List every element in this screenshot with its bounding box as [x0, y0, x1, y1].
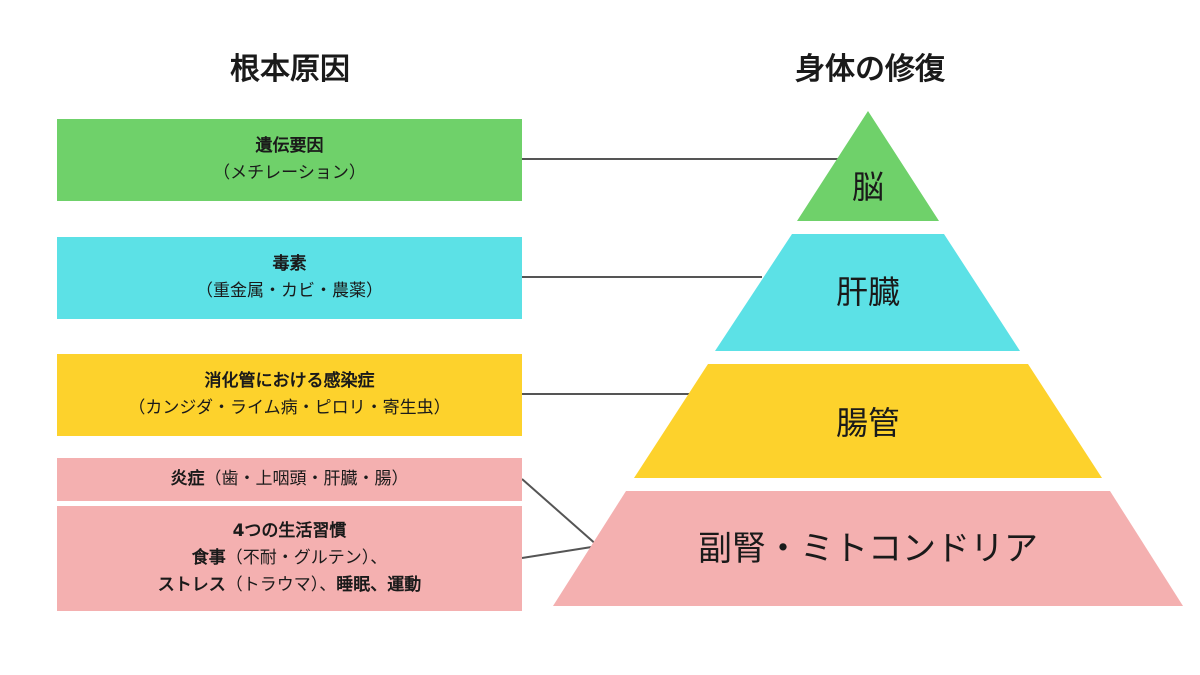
- cause-box-genetic: 遺伝要因 （メチレーション）: [57, 119, 522, 201]
- cause-title-lifestyle: 4つの生活習慣: [232, 521, 347, 541]
- pyramid-tier-brain: [797, 111, 939, 221]
- connector-lifestyle-adrenal: [521, 545, 599, 559]
- cause-title-inflammation: 炎症: [170, 469, 205, 489]
- connector-inflammation-adrenal: [521, 478, 599, 547]
- lifestyle-diet-detail: （不耐・グルテン）、: [225, 548, 388, 568]
- cause-detail-toxins: （重金属・カビ・農薬）: [196, 281, 383, 301]
- cause-box-infection: 消化管における感染症 （カンジダ・ライム病・ピロリ・寄生虫）: [57, 354, 522, 436]
- cause-box-lifestyle: 4つの生活習慣 食事（不耐・グルテン）、 ストレス（トラウマ）、睡眠、運動: [57, 506, 522, 611]
- cause-title-infection: 消化管における感染症: [204, 371, 375, 391]
- tier-label-brain: 脳: [852, 168, 884, 206]
- cause-detail-genetic: （メチレーション）: [213, 163, 366, 183]
- lifestyle-line-stress: ストレス（トラウマ）、睡眠、運動: [158, 572, 422, 599]
- tier-label-gut: 腸管: [836, 404, 900, 442]
- lifestyle-sleep-exercise-label: 睡眠、運動: [336, 575, 422, 595]
- cause-box-inflammation: 炎症（歯・上咽頭・肝臓・腸）: [57, 458, 522, 501]
- cause-title-genetic: 遺伝要因: [255, 136, 324, 156]
- lifestyle-stress-label: ストレス: [157, 575, 226, 595]
- cause-detail-infection: （カンジダ・ライム病・ピロリ・寄生虫）: [128, 398, 451, 418]
- tier-label-liver: 肝臓: [836, 273, 900, 311]
- lifestyle-stress-detail: （トラウマ）、: [225, 575, 337, 595]
- root-causes-heading: 根本原因: [230, 52, 350, 87]
- lifestyle-line-diet: 食事（不耐・グルテン）、: [192, 545, 388, 572]
- pyramid-tier-adrenal: [553, 491, 1183, 606]
- cause-detail-inflammation: （歯・上咽頭・肝臓・腸）: [204, 469, 409, 489]
- pyramid-tier-liver: [715, 234, 1020, 351]
- body-repair-heading: 身体の修復: [795, 52, 945, 87]
- cause-title-toxins: 毒素: [272, 254, 307, 274]
- tier-label-adrenal-mitochondria: 副腎・ミトコンドリア: [698, 529, 1038, 569]
- cause-box-toxins: 毒素 （重金属・カビ・農薬）: [57, 237, 522, 319]
- lifestyle-diet-label: 食事: [191, 548, 226, 568]
- pyramid-tier-gut: [634, 364, 1102, 478]
